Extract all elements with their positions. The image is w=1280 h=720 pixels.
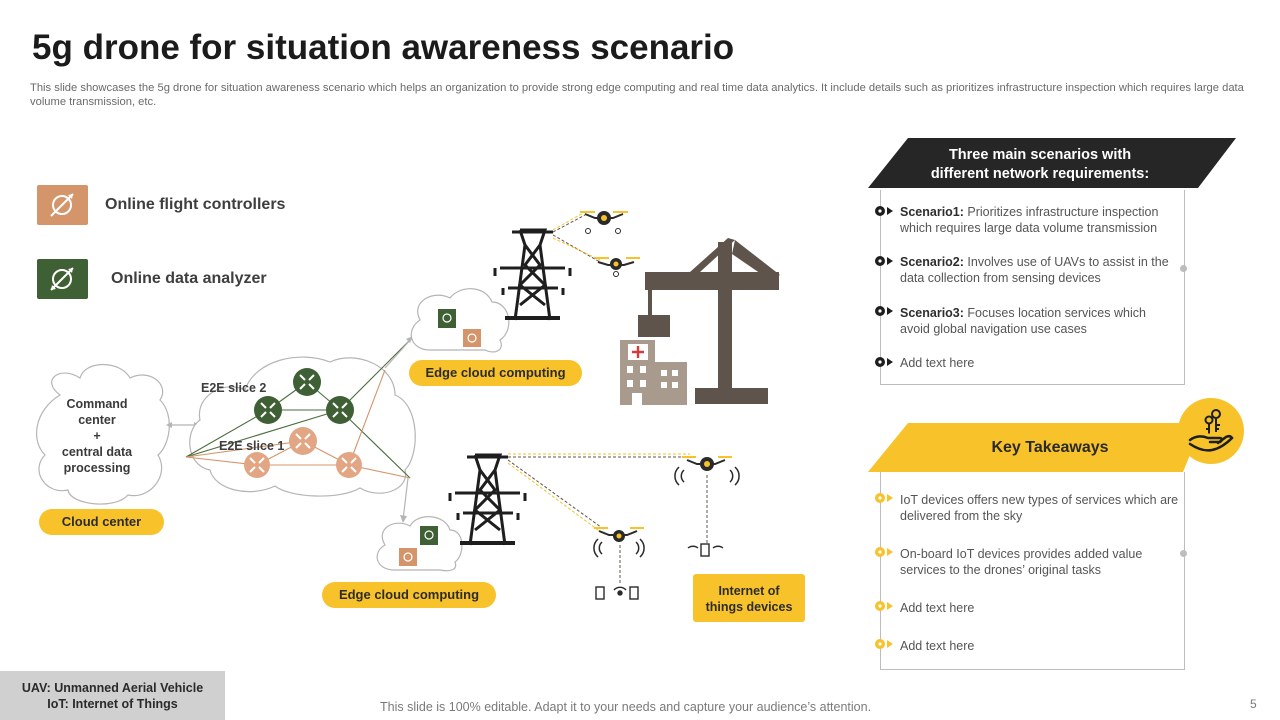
scenario-item: Scenario1: Prioritizes infrastructure in…	[900, 205, 1159, 235]
takeaways-header-banner	[868, 423, 1203, 472]
takeaway-item: IoT devices offers new types of services…	[900, 493, 1179, 523]
slice-1-node	[289, 427, 317, 455]
scenario-item: Scenario3: Focuses location services whi…	[900, 306, 1146, 336]
edge-bottom-link	[402, 477, 409, 521]
takeaways-box	[880, 472, 1185, 670]
scenario-item: Add text here	[900, 356, 975, 370]
flight-controller-legend-icon	[37, 185, 88, 225]
edge-top-link	[384, 337, 413, 369]
construction-crane-icon	[638, 238, 780, 404]
e2e-slice-2-label: E2E slice 2	[201, 381, 267, 395]
edge-cloud-top-label: Edge cloud computing	[409, 360, 582, 386]
wireless-links-bottom	[507, 456, 708, 585]
iot-devices-label: Internet of things devices	[693, 574, 805, 622]
scenario-bullets	[875, 206, 893, 367]
slice-2-node	[293, 368, 321, 396]
edge-cloud-top	[410, 288, 510, 353]
iot-device-icon	[595, 586, 639, 600]
cloud-center-label: Cloud center	[39, 509, 164, 535]
takeaway-item: On-board IoT devices provides added valu…	[900, 547, 1143, 577]
scenarios-header: Three main scenarios with different netw…	[930, 147, 1150, 182]
transmission-tower-icon	[493, 228, 572, 321]
legend-label-flight-controllers: Online flight controllers	[105, 196, 286, 213]
slice-1-node	[336, 452, 362, 478]
page-number: 5	[1250, 697, 1257, 711]
drone-icon	[674, 456, 740, 486]
takeaway-item: Add text here	[900, 601, 975, 615]
takeaways-header: Key Takeaways	[991, 439, 1109, 456]
e2e-slice-1-label: E2E slice 1	[219, 439, 285, 453]
drone-icon	[595, 257, 640, 277]
analyzer-icon	[420, 526, 438, 545]
slice-1-node	[244, 452, 270, 478]
edge-cloud-bottom-label: Edge cloud computing	[322, 582, 496, 608]
box-edge-dot	[1180, 265, 1187, 272]
flight-controller-icon	[399, 548, 417, 566]
wireless-links-top	[552, 214, 601, 263]
page-subtitle: This slide showcases the 5g drone for si…	[30, 82, 1244, 108]
network-diagram	[36, 211, 780, 600]
drone-icon	[593, 527, 645, 558]
box-edge-dot	[1180, 550, 1187, 557]
page-title: 5g drone for situation awareness scenari…	[32, 28, 735, 67]
footer-note: This slide is 100% editable. Adapt it to…	[380, 700, 872, 714]
takeaway-item: Add text here	[900, 639, 975, 653]
scenarios-box	[880, 190, 1185, 385]
slice-2-node	[326, 396, 354, 424]
takeaway-bullets	[875, 493, 893, 649]
iot-device-icon	[687, 543, 724, 557]
data-analyzer-legend-icon	[37, 259, 88, 299]
scenarios-header-banner	[868, 138, 1236, 188]
abbreviation-tag: UAV: Unmanned Aerial Vehicle IoT: Intern…	[0, 671, 225, 720]
slice-2-node	[254, 396, 282, 424]
flight-controller-icon	[463, 329, 481, 347]
analyzer-icon	[438, 309, 456, 328]
hospital-building-icon	[620, 340, 687, 405]
hand-keys-icon	[1178, 398, 1244, 464]
scenario-item: Scenario2: Involves use of UAVs to assis…	[900, 255, 1169, 285]
drone-icon	[580, 211, 628, 234]
legend-label-data-analyzer: Online data analyzer	[111, 270, 267, 287]
edge-cloud-bottom	[376, 516, 463, 572]
transmission-tower-icon	[448, 453, 527, 546]
command-center-cloud	[36, 364, 170, 505]
command-center-label: Command center + central data processing	[61, 397, 133, 475]
